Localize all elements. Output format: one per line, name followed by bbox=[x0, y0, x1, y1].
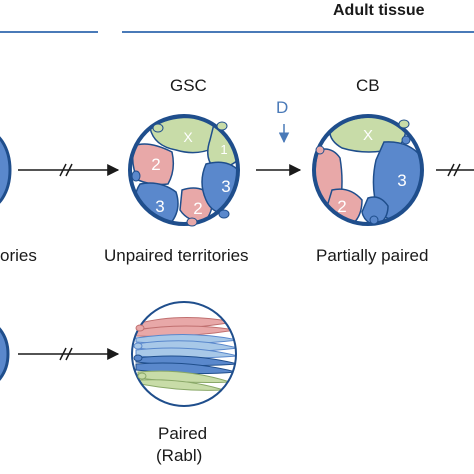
arrow-to-rabl bbox=[18, 347, 120, 361]
gsc-label-3-right: 3 bbox=[221, 177, 230, 196]
gsc-label-2-left: 2 bbox=[151, 155, 160, 174]
cb-name: CB bbox=[356, 76, 380, 95]
cb-nucleus: X 2 3 bbox=[312, 114, 424, 226]
gsc-nucleus: X 2 3 3 2 1 bbox=[128, 114, 240, 227]
cb-label-3: 3 bbox=[397, 171, 406, 190]
left-nucleus-bottom bbox=[0, 327, 10, 381]
gsc-label-1: 1 bbox=[220, 142, 227, 157]
left-caption: ories bbox=[0, 246, 37, 265]
rabl-caption-line1: Paired bbox=[158, 424, 208, 443]
gsc-label-3-bottom: 3 bbox=[155, 197, 164, 216]
gsc-caption: Unpaired territories bbox=[104, 246, 249, 265]
left-nucleus-top bbox=[0, 136, 12, 204]
cb-label-2: 2 bbox=[337, 197, 346, 216]
cb-caption: Partially paired bbox=[316, 246, 429, 265]
gsc-name: GSC bbox=[170, 76, 207, 95]
cb-territory-3-b bbox=[361, 196, 389, 224]
gsc-label-x: X bbox=[183, 129, 193, 145]
arrow-to-gsc bbox=[18, 163, 120, 177]
cb-label-x: X bbox=[363, 127, 373, 144]
arrow-exit-right bbox=[436, 163, 474, 177]
rabl-caption-line2: (Rabl) bbox=[156, 446, 203, 465]
header-title: Adult tissue bbox=[333, 2, 425, 19]
gsc-label-2-bottom: 2 bbox=[193, 199, 202, 218]
arrow-to-cb bbox=[256, 124, 302, 176]
gsc-territory-2-left bbox=[131, 143, 175, 186]
division-marker-label: D bbox=[276, 98, 289, 117]
rabl-nucleus bbox=[131, 301, 237, 407]
rabl-chromosome-arms bbox=[135, 317, 236, 391]
